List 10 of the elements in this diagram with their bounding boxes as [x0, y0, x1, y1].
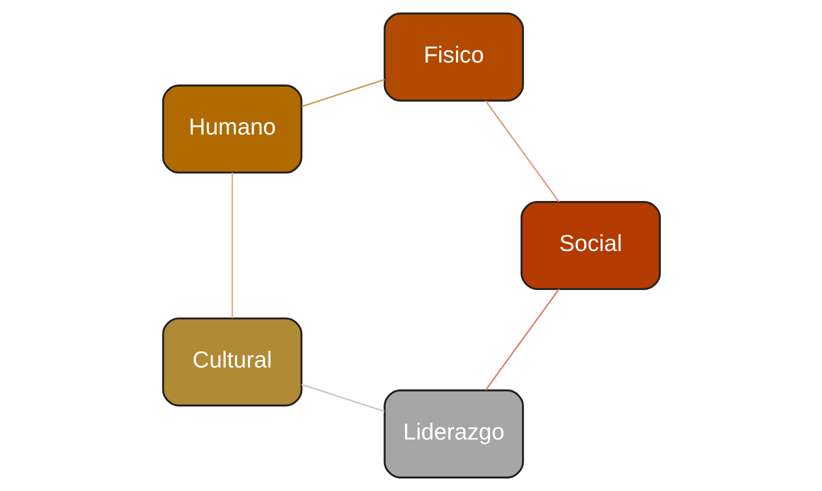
node-box: Fisico — [383, 12, 524, 102]
node-box: Cultural — [162, 317, 302, 406]
connector — [301, 78, 384, 108]
node-box: Liderazgo — [383, 389, 524, 478]
node-box: Social — [520, 200, 660, 290]
connector — [300, 384, 384, 412]
node-box: Humano — [162, 84, 302, 174]
connector — [231, 172, 233, 318]
connector — [484, 100, 560, 202]
connector — [484, 288, 560, 391]
